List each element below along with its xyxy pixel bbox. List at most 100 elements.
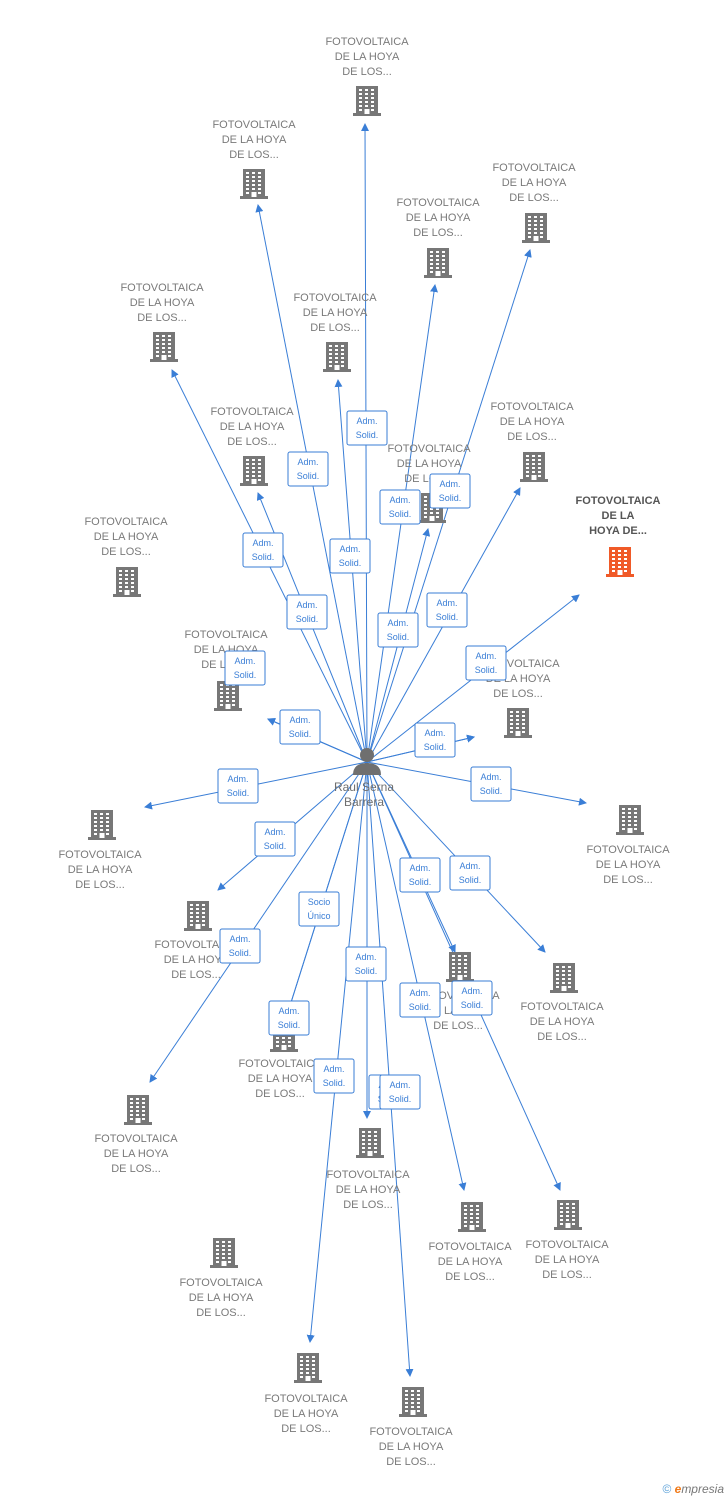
company-name-line: FOTOVOLTAICA [264,1393,348,1405]
brand-logo-e: e [674,1482,682,1496]
company-name-line: FOTOVOLTAICA [238,1058,322,1070]
company-name-line: DE LA HOYA [303,307,368,319]
company-name-line: FOTOVOLTAICA [326,1169,410,1181]
building-icon [214,681,242,711]
footer-brand[interactable]: © empresia [662,1482,724,1496]
role-text: Adm. [389,495,410,505]
role-badge[interactable]: Adm.Solid. [426,592,468,628]
role-badge[interactable]: Adm.Solid. [219,928,261,964]
role-badge[interactable]: Adm.Solid. [379,489,421,525]
role-text: Solid. [297,471,320,481]
role-badge[interactable]: Adm.Solid. [399,857,441,893]
role-text: Adm. [389,1080,410,1090]
company-name-line: DE LOS... [445,1271,495,1283]
company-name-line: FOTOVOLTAICA [492,162,576,174]
role-badge[interactable]: Adm.Solid. [470,766,512,802]
person-name-line2: Barrera [344,795,384,809]
role-badge[interactable]: Adm.Solid. [279,709,321,745]
role-text: Adm. [356,416,377,426]
edge-labels-layer: Adm. Solid. Adm. Solid. Adm. Solid. Adm. Solid.… [217,410,512,1110]
company-name-line: FOTOVOLTAICA [184,629,268,641]
role-badge[interactable]: Adm. Solid. [414,722,456,758]
building-icon [240,456,268,486]
person-icon [353,748,381,775]
role-badge[interactable]: Adm.Solid. [286,594,328,630]
role-badge[interactable]: Adm.Solid. [449,855,491,891]
company-name-line: FOTOVOLTAICA [428,1241,512,1253]
company-name-line: DE LA HOYA [397,458,462,470]
company-name-line: DE LA HOYA [248,1073,313,1085]
role-badge[interactable]: Adm.Solid. [429,473,471,509]
role-badge[interactable]: Adm.Solid. [268,1000,310,1036]
company-name-line: DE LOS... [343,1199,393,1211]
building-icon [522,213,550,243]
role-badge[interactable]: Adm.Solid. [377,612,419,648]
company-node[interactable]: FOTOVOLTAICA DE LA HOYA DE LOS... [428,1202,512,1283]
role-text: Adm. [424,728,445,738]
company-name-line: FOTOVOLTAICA [154,939,238,951]
role-text: Solid. [323,1078,346,1088]
company-name-line: DE LOS... [111,1163,161,1175]
edge-line [149,761,368,1083]
role-badge[interactable]: Adm.Solid. [254,821,296,857]
role-badge[interactable]: Adm.Solid. [379,1074,421,1110]
role-badge[interactable]: Adm.Solid. [313,1058,355,1094]
role-badge[interactable]: Adm.Solid. [217,768,259,804]
role-badge[interactable]: Adm.Solid. [224,650,266,686]
building-icon [399,1387,427,1417]
building-icon [113,567,141,597]
role-text: Adm. [252,538,273,548]
role-badge[interactable]: Adm.Solid. [399,982,441,1018]
company-name-line: DE LOS... [75,879,125,891]
company-name-line: FOTOVOLTAICA [586,844,670,856]
role-badge[interactable]: Adm.Solid. [242,532,284,568]
role-badge[interactable]: Adm. Solid. [287,451,329,487]
role-text: Solid. [461,1000,484,1010]
role-badge[interactable]: Adm.Solid. [465,645,507,681]
company-name-line: DE LOS... [433,1020,483,1032]
role-badge[interactable]: Adm.Solid. [345,946,387,982]
role-text: Adm. [387,618,408,628]
role-badge[interactable]: Adm.Solid. [346,410,388,446]
company-name-line: DE LA HOYA [500,416,565,428]
role-text: Solid. [424,742,447,752]
building-icon [606,547,634,577]
company-name-line: FOTOVOLTAICA [396,197,480,209]
role-text: Solid. [459,875,482,885]
company-name-line: DE LA HOYA [438,1256,503,1268]
role-text: Solid. [227,788,250,798]
edge-line [366,761,467,1191]
center-person[interactable]: Raul Serna Barrera [334,748,394,809]
company-name-line: DE LOS... [101,546,151,558]
role-badge[interactable]: Adm.Solid. [329,538,371,574]
building-icon [323,342,351,372]
role-badge[interactable]: Adm.Solid. [451,980,493,1016]
company-name-line: DE LA HOYA [130,297,195,309]
role-text: Adm. [297,457,318,467]
role-text: Adm. [480,772,501,782]
role-text: Solid. [339,558,362,568]
company-name-line: FOTOVOLTAICA [212,119,296,131]
